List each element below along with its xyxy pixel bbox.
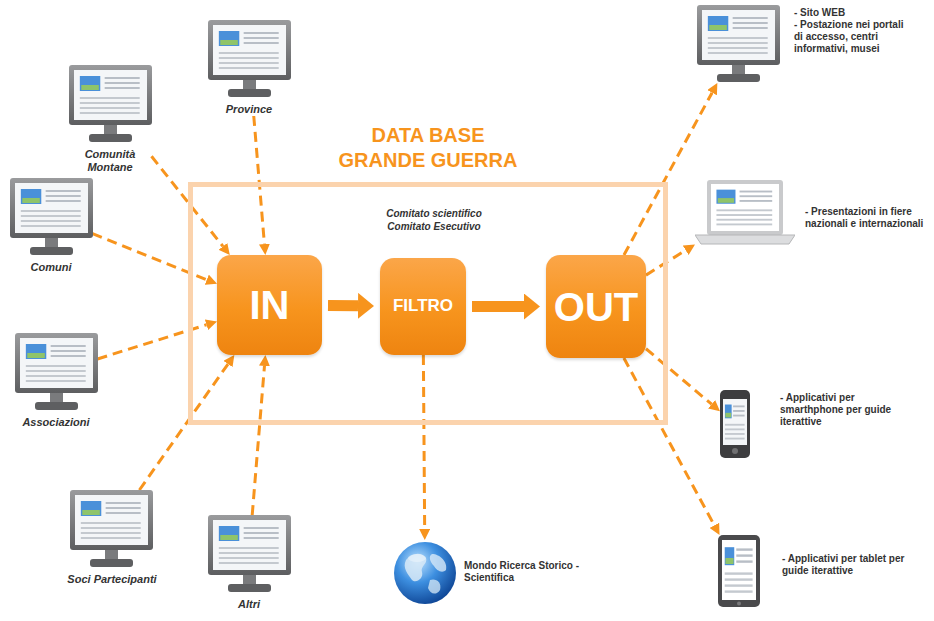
data-link-arrow: [254, 116, 265, 244]
node-text: IN: [250, 283, 290, 327]
monitor-icon: [10, 178, 93, 256]
channel-text: Mondo Ricerca Storico - Scientifica: [464, 560, 584, 584]
globe-icon: [392, 540, 458, 606]
tablet-icon: [718, 535, 760, 607]
data-link-arrow: [624, 93, 712, 255]
process-box: IN: [217, 255, 322, 355]
node-text: FILTRO: [393, 297, 453, 316]
node-text: Comuni: [31, 261, 72, 274]
node-text: - Presentazioni in fiere nazionali e int…: [805, 206, 925, 230]
output-channel: - Applicativi per smarthphone per guide …: [720, 390, 905, 458]
node-text: DATA BASE GRANDE GUERRA: [333, 123, 523, 173]
channel-text: - Applicativi per smarthphone per guide …: [780, 392, 905, 428]
output-channel: - Presentazioni in fiere nazionali e int…: [695, 180, 925, 246]
node-text: - Applicativi per tablet per guide itera…: [782, 553, 907, 577]
data-link-arrow: [423, 355, 424, 529]
monitor-icon: [69, 65, 152, 143]
source-terminal: Soci Partecipanti: [67, 490, 156, 586]
channel-text: - Presentazioni in fiere nazionali e int…: [805, 206, 925, 230]
data-link-arrow: [646, 349, 712, 404]
phone-icon: [720, 390, 750, 458]
node-text: - Applicativi per smarthphone per guide …: [780, 392, 905, 428]
committee-note: Comitato scientifico Comitato Esecutivo: [378, 207, 490, 233]
process-box: FILTRO: [380, 258, 466, 355]
data-link-arrow: [624, 358, 714, 525]
flow-arrow: [472, 301, 524, 312]
source-terminal: Associazioni: [15, 333, 98, 429]
data-link-arrow: [139, 364, 228, 490]
node-text: OUT: [554, 285, 638, 329]
output-channel: - Sito WEB- Postazione nei portali di ac…: [697, 5, 912, 83]
node-text: Altri: [238, 598, 260, 611]
process-box: OUT: [546, 255, 646, 358]
source-terminal: Province: [208, 20, 291, 116]
flow-arrow: [328, 300, 358, 311]
data-link-arrow: [252, 366, 264, 515]
laptop-icon: [695, 180, 795, 246]
node-text: Associazioni: [22, 416, 89, 429]
monitor-icon: [697, 5, 780, 83]
output-channel: - Applicativi per tablet per guide itera…: [718, 535, 907, 607]
channel-text: - Sito WEB- Postazione nei portali di ac…: [794, 7, 912, 55]
node-text: Soci Partecipanti: [67, 573, 156, 586]
node-text: - Sito WEB: [794, 7, 912, 19]
monitor-icon: [70, 490, 153, 568]
research-globe: Mondo Ricerca Storico - Scientifica: [392, 540, 584, 606]
source-terminal: Altri: [208, 515, 291, 611]
monitor-icon: [208, 20, 291, 98]
monitor-icon: [15, 333, 98, 411]
monitor-icon: [208, 515, 291, 593]
node-text: Mondo Ricerca Storico - Scientifica: [464, 560, 584, 584]
node-text: Comunità Montane: [71, 148, 149, 174]
node-text: - Postazione nei portali di accesso, cen…: [794, 19, 912, 55]
channel-text: - Applicativi per tablet per guide itera…: [782, 553, 907, 577]
source-terminal: Comunità Montane: [69, 65, 152, 174]
source-terminal: Comuni: [10, 178, 93, 274]
node-text: Province: [226, 103, 272, 116]
